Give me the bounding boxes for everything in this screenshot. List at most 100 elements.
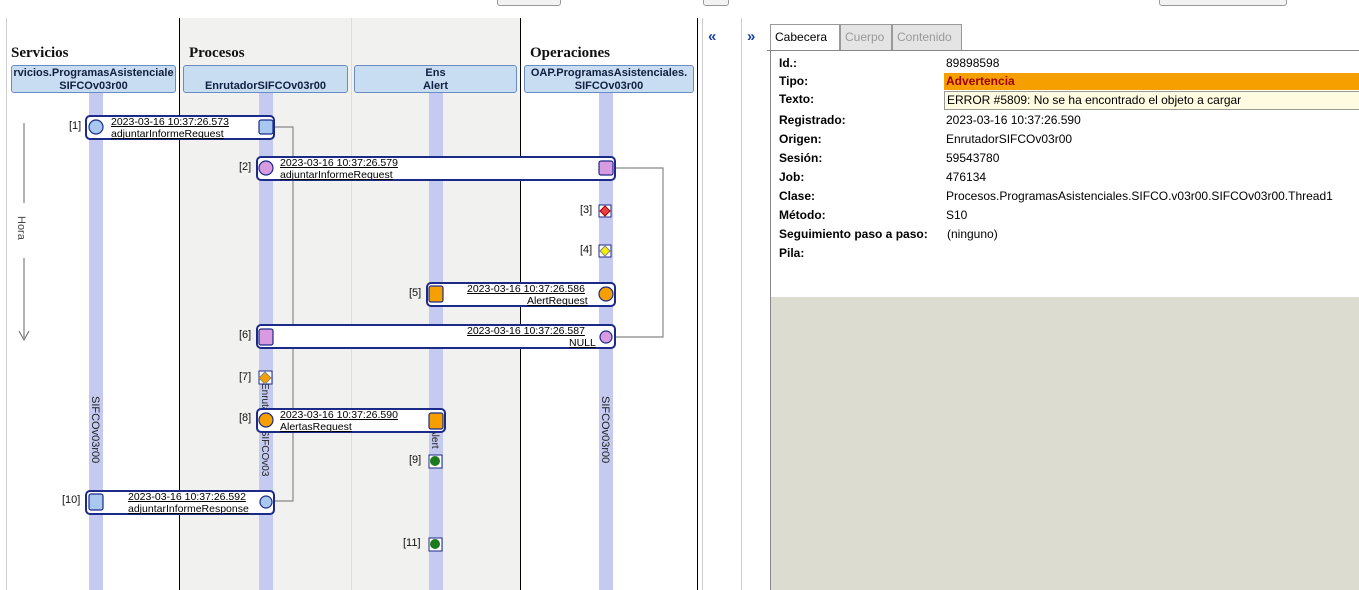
sequence-diagram: Servicios Procesos Operaciones rvicios.P…: [6, 18, 703, 590]
message-name[interactable]: adjuntarInformeRequest: [111, 128, 224, 140]
lifeline-label: Alert: [429, 428, 440, 449]
green-dot-marker: [430, 539, 440, 549]
connector-line: [275, 126, 294, 502]
lane-header-line: SIFCOv03r00: [574, 80, 644, 92]
lifeline-label: SIFCOv03r00: [89, 396, 101, 464]
section-label-services: Servicios: [11, 45, 69, 61]
end-square-marker: [428, 285, 444, 303]
field-label: Tipo:: [779, 74, 809, 88]
double-chevron-right-icon[interactable]: »: [747, 28, 756, 45]
message-name[interactable]: adjuntarInformeResponse: [128, 503, 249, 515]
lifeline-label: SIFCOv03r00: [599, 396, 611, 464]
lifeline-services: [89, 93, 103, 590]
message-box[interactable]: [85, 115, 275, 140]
message-box[interactable]: [256, 408, 446, 433]
section-label-processes: Procesos: [189, 45, 245, 61]
field-label: Seguimiento paso a paso:: [779, 227, 928, 241]
message-index: [9]: [409, 454, 422, 466]
field-value-origin: EnrutadorSIFCOv03r00: [946, 132, 1073, 146]
orange-diamond-marker: [258, 371, 272, 385]
lane-header-alert[interactable]: Ens Alert: [354, 65, 517, 93]
toolbar-field[interactable]: [703, 0, 729, 6]
field-label: Pila:: [779, 246, 805, 260]
field-value-registered: 2023-03-16 10:37:26.590: [946, 113, 1081, 127]
message-time[interactable]: 2023-03-16 10:37:26.592: [128, 491, 246, 503]
field-value-trace: (ninguno): [947, 227, 998, 241]
tab-contenido[interactable]: Contenido: [892, 24, 962, 50]
field-value-id: 89898598: [946, 56, 1000, 70]
end-square-marker: [258, 328, 274, 346]
double-chevron-left-icon[interactable]: «: [708, 28, 717, 45]
lane-header-services[interactable]: rvicios.ProgramasAsistenciale SIFCOv03r0…: [11, 65, 176, 93]
end-square-marker: [258, 119, 274, 135]
field-label: Sesión:: [779, 151, 823, 165]
field-label: Método:: [779, 208, 826, 222]
lane-divider: [351, 18, 352, 590]
message-time[interactable]: 2023-03-16 10:37:26.579: [280, 157, 398, 169]
error-diamond-marker: [599, 205, 611, 217]
lane-header-line: SIFCOv03r00: [59, 80, 128, 92]
expand-right-splitter[interactable]: »: [741, 18, 768, 590]
toolbar-field[interactable]: [497, 0, 561, 6]
field-value-method: S10: [946, 208, 968, 222]
message-index: [1]: [69, 120, 82, 132]
message-index: [10]: [62, 494, 81, 506]
message-box[interactable]: [426, 282, 616, 307]
lane-header-router[interactable]: EnrutadorSIFCOv03r00: [183, 65, 348, 93]
field-label: Job:: [779, 170, 805, 184]
message-time[interactable]: 2023-03-16 10:37:26.586: [467, 283, 585, 295]
collapse-left-splitter[interactable]: «: [702, 18, 728, 590]
lane-header-line: Ens: [425, 67, 446, 79]
lane-header-line: OAP.ProgramasAsistenciales.: [530, 67, 688, 79]
start-circle-marker: [598, 286, 614, 302]
time-axis-arrowhead: [18, 330, 30, 342]
field-value-class: Procesos.ProgramasAsistenciales.SIFCO.v0…: [946, 189, 1333, 203]
field-label: Id.:: [779, 56, 797, 70]
lane-header-line: rvicios.ProgramasAsistenciale: [13, 67, 174, 79]
message-index: [5]: [409, 287, 422, 299]
message-index: [8]: [239, 412, 252, 424]
message-name[interactable]: NULL: [569, 337, 596, 349]
field-value-job: 476134: [946, 170, 987, 184]
start-circle-marker: [259, 495, 273, 509]
column-separator: [697, 18, 698, 590]
message-markers: [88, 119, 614, 552]
message-box[interactable]: [256, 324, 616, 349]
tab-cuerpo[interactable]: Cuerpo: [840, 24, 892, 50]
message-time[interactable]: 2023-03-16 10:37:26.590: [280, 409, 398, 421]
field-label: Texto:: [779, 92, 815, 106]
message-index: [7]: [239, 371, 252, 383]
message-index: [4]: [580, 244, 593, 256]
time-axis-label: Hora: [15, 216, 27, 240]
detail-content: Id.: 89898598 Tipo: Advertencia Texto: E…: [770, 51, 1359, 590]
end-square-marker: [88, 493, 104, 511]
message-index: [3]: [580, 204, 593, 216]
toolbar-field[interactable]: [1159, 0, 1287, 6]
lane-header-operations[interactable]: OAP.ProgramasAsistenciales. SIFCOv03r00: [524, 65, 694, 93]
message-name[interactable]: AlertRequest: [527, 295, 588, 307]
tab-cabecera[interactable]: Cabecera: [770, 24, 840, 50]
start-circle-marker: [258, 412, 274, 428]
message-box[interactable]: [85, 490, 275, 515]
message-index: [11]: [403, 537, 421, 549]
warning-diamond-marker: [599, 245, 611, 257]
start-circle-marker: [88, 119, 104, 135]
message-box[interactable]: [256, 156, 616, 181]
message-index: [2]: [239, 161, 252, 173]
message-name[interactable]: adjuntarInformeRequest: [280, 169, 393, 181]
message-name[interactable]: AlertasRequest: [280, 421, 352, 433]
field-label: Registrado:: [779, 113, 846, 127]
field-label: Origen:: [779, 132, 822, 146]
end-square-marker: [428, 412, 444, 430]
green-dot-marker: [430, 456, 440, 466]
start-circle-marker: [599, 330, 613, 344]
end-square-marker: [598, 160, 614, 176]
message-index: [6]: [239, 329, 252, 341]
connector-line: [615, 167, 664, 338]
message-time[interactable]: 2023-03-16 10:37:26.573: [111, 116, 229, 128]
field-value-session: 59543780: [946, 151, 1000, 165]
message-time[interactable]: 2023-03-16 10:37:26.587: [467, 325, 585, 337]
start-circle-marker: [258, 160, 274, 176]
top-toolbar-strip: [0, 0, 1359, 6]
field-value-text: ERROR #5809: No se ha encontrado el obje…: [944, 91, 1359, 110]
